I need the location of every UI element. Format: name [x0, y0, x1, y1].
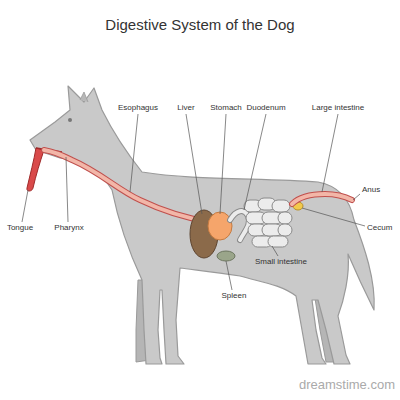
part-label: Tongue [7, 223, 33, 233]
large-intestine [292, 194, 352, 204]
leader-lines [22, 114, 365, 290]
part-label: Small intestine [255, 257, 307, 267]
small-intestine [244, 198, 292, 247]
dog-silhouette [30, 86, 374, 364]
part-label: Duodenum [246, 103, 285, 113]
part-label: Stomach [210, 103, 242, 113]
part-label: Anus [362, 185, 380, 195]
part-label: Cecum [367, 223, 392, 233]
diagram-title: Digestive System of the Dog [105, 16, 294, 33]
dog-eye [68, 118, 72, 122]
spleen [217, 251, 235, 261]
part-label: Spleen [222, 291, 247, 301]
part-label: Large intestine [312, 103, 364, 113]
part-label: Liver [177, 103, 194, 113]
part-label: Esophagus [118, 103, 158, 113]
stomach [208, 212, 232, 240]
ear-inner [80, 92, 88, 102]
esophagus [44, 150, 210, 222]
tongue [27, 148, 44, 191]
esophagus-outline [44, 150, 210, 222]
large-intestine-outline [292, 194, 352, 204]
watermark: dreamstime.com [299, 377, 395, 392]
part-label: Pharynx [54, 223, 83, 233]
